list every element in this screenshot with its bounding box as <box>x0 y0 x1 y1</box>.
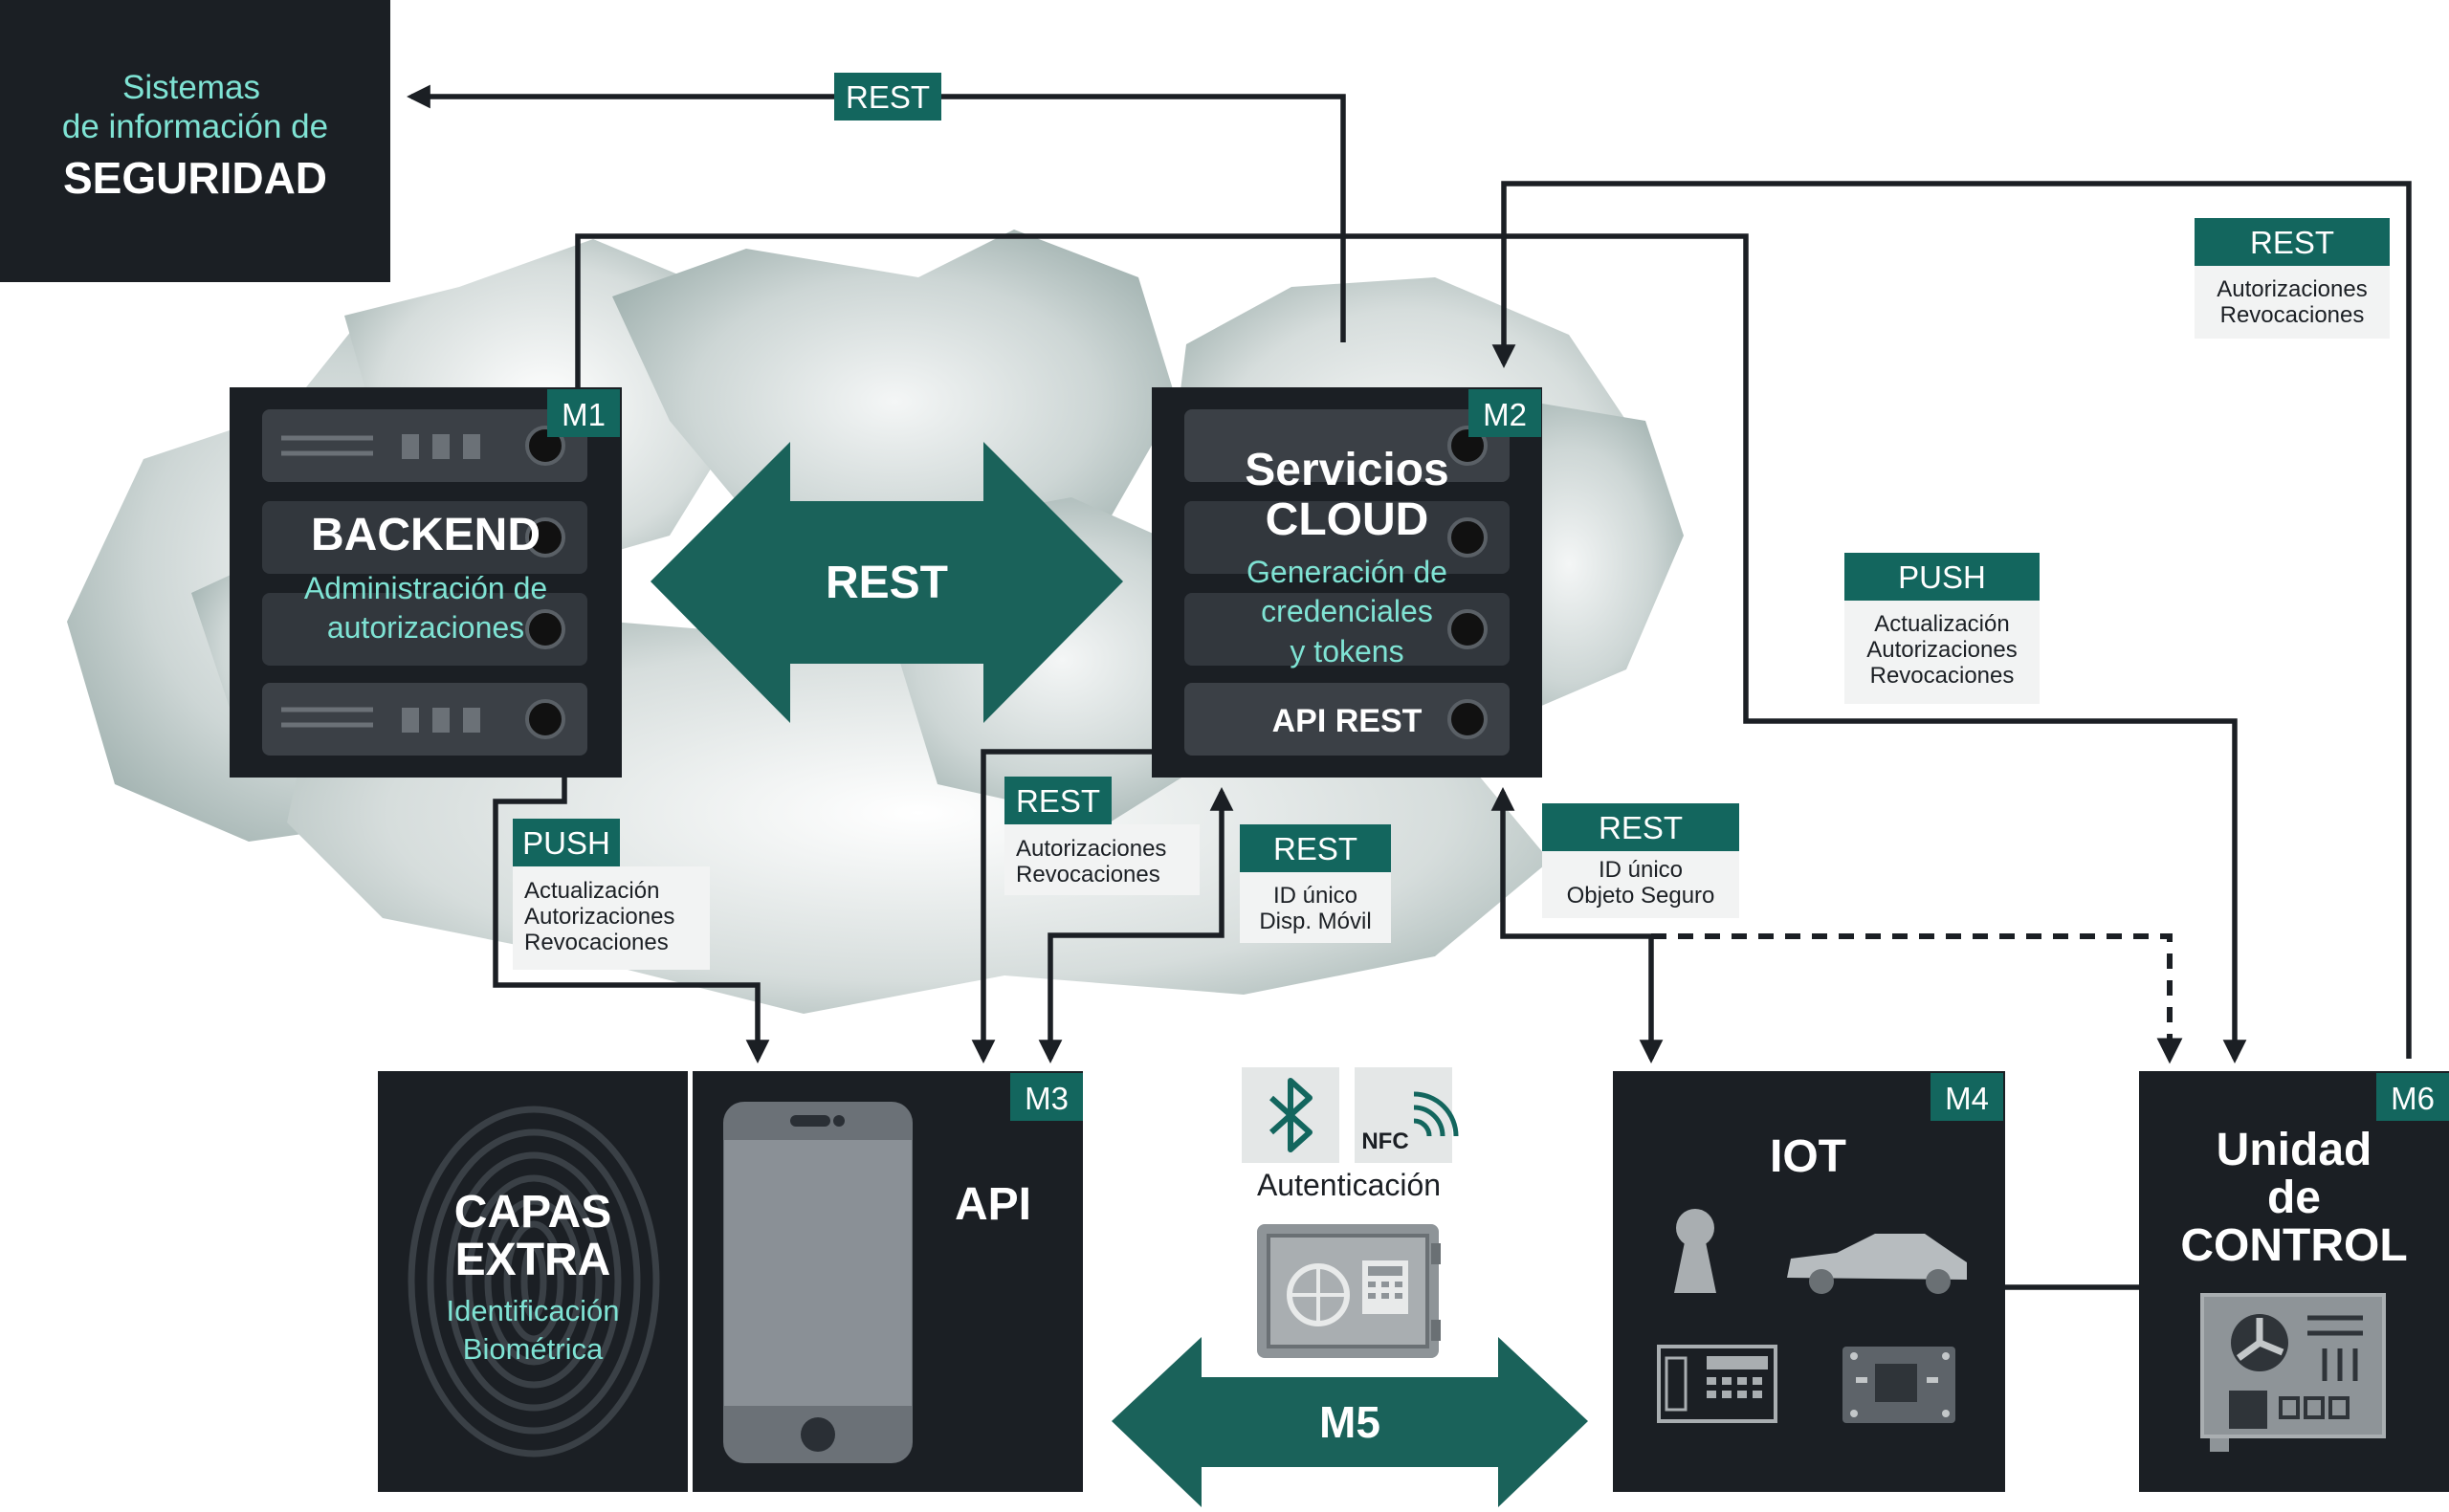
api-title: API <box>955 1179 1031 1230</box>
capas-sub1: Identificación <box>447 1294 620 1327</box>
label-rest-mobile-l1: ID único <box>1273 883 1357 909</box>
backend-sub1: Administración de <box>304 571 547 605</box>
keyhole-icon <box>1674 1209 1716 1293</box>
label-rest-right: REST Autorizaciones Revocaciones <box>2195 218 2390 339</box>
label-push-right-head: PUSH <box>1898 559 1986 595</box>
line-m4-to-m2 <box>1490 787 1664 1063</box>
module-m1-backend: M1 BACKEND Administración de autorizacio… <box>230 387 622 778</box>
module-m6-control: M6 Unidad de CONTROL <box>2139 1071 2449 1492</box>
capas-extra-box: CAPAS EXTRA Identificación Biométrica <box>378 1071 688 1492</box>
label-rest-object-l1: ID único <box>1599 857 1683 883</box>
capas-title2: EXTRA <box>455 1235 611 1285</box>
tag-m6 <box>2376 1073 2449 1121</box>
label-push-left-l2: Autorizaciones <box>524 904 674 930</box>
fingerprint-icon <box>408 1106 660 1457</box>
auth-label: Autenticación <box>1257 1168 1441 1202</box>
control-board-icon <box>2200 1293 2386 1452</box>
sistemas-line1: Sistemas <box>122 69 260 106</box>
label-push-right: PUSH Actualización Autorizaciones Revoca… <box>1844 553 2040 704</box>
line-control-to-m2 <box>1491 181 2412 1059</box>
backend-sub2: autorizaciones <box>327 610 524 645</box>
label-rest-object-l2: Objeto Seguro <box>1567 883 1715 909</box>
alarm-panel-icon <box>1657 1345 1777 1423</box>
smartphone-icon <box>723 1102 913 1463</box>
label-rest-right-l2: Revocaciones <box>2220 302 2365 328</box>
rest-double-arrow: REST <box>651 442 1123 723</box>
label-rest-auth: REST Autorizaciones Revocaciones <box>1004 777 1200 895</box>
label-rest-auth-head: REST <box>1016 783 1100 819</box>
dashed-line-m4-to-m6 <box>1651 933 2183 1064</box>
label-rest-top: REST <box>834 73 941 121</box>
cloud-api-rest: API REST <box>1272 703 1423 739</box>
m5-label: M5 <box>1319 1397 1380 1447</box>
control-title2: de <box>2267 1172 2321 1223</box>
line-m1-push-to-m3 <box>493 778 770 1063</box>
label-rest-top-head: REST <box>846 79 930 115</box>
control-title3: CONTROL <box>2180 1220 2407 1271</box>
server-rack-icon <box>1184 409 1510 756</box>
line-m2-to-m3 <box>971 749 1152 1063</box>
tag-m6-text: M6 <box>2391 1081 2435 1116</box>
cloud-sub2: credenciales <box>1261 594 1433 628</box>
safe-icon <box>1257 1224 1441 1358</box>
nfc-icon <box>1413 1091 1459 1137</box>
label-push-left: PUSH Actualización Autorizaciones Revoca… <box>513 819 710 970</box>
rest-arrow-label: REST <box>826 558 948 608</box>
label-rest-object: REST ID único Objeto Seguro <box>1542 803 1739 918</box>
sistemas-line2: de información de <box>62 108 328 145</box>
module-m4-iot: M4 IOT <box>1613 1071 2005 1492</box>
label-rest-mobile-l2: Disp. Móvil <box>1259 909 1371 934</box>
connection-lines <box>407 84 2412 1290</box>
tag-m4 <box>1931 1073 2003 1121</box>
tag-m2 <box>1468 389 1541 437</box>
sistemas-line3: SEGURIDAD <box>63 153 327 203</box>
tag-m1 <box>547 389 620 437</box>
car-icon <box>1787 1234 1967 1294</box>
bluetooth-icon <box>1269 1078 1313 1152</box>
capas-title1: CAPAS <box>454 1187 611 1238</box>
backend-title: BACKEND <box>311 510 541 560</box>
label-rest-mobile: REST ID único Disp. Móvil <box>1240 824 1391 943</box>
server-rack-icon <box>262 409 587 756</box>
line-m3-to-m2 <box>1038 787 1234 1063</box>
label-rest-mobile-head: REST <box>1273 831 1357 866</box>
module-m3-api: M3 API <box>693 1071 1083 1492</box>
label-push-left-l1: Actualización <box>524 878 659 904</box>
nfc-text: NFC <box>1361 1129 1408 1154</box>
auth-group: NFC Autenticación <box>1242 1067 1459 1358</box>
m5-double-arrow: M5 <box>1112 1337 1588 1507</box>
control-title1: Unidad <box>2217 1125 2372 1175</box>
module-m2-cloud: M2 Servicios CLOUD Generación de credenc… <box>1152 387 1542 778</box>
label-rest-right-head: REST <box>2250 225 2334 260</box>
cloud-sub1: Generación de <box>1247 555 1447 589</box>
label-rest-auth-l2: Revocaciones <box>1016 862 1160 887</box>
cloud-title1: Servicios <box>1245 445 1448 495</box>
label-push-right-l3: Revocaciones <box>1870 663 2015 689</box>
tag-m3-text: M3 <box>1025 1081 1069 1116</box>
cloud-sub3: y tokens <box>1290 634 1403 668</box>
tag-m1-text: M1 <box>562 397 606 432</box>
line-m1-to-control <box>575 233 2247 1063</box>
label-rest-object-head: REST <box>1599 810 1683 845</box>
sistemas-box: Sistemas de información de SEGURIDAD <box>0 0 390 282</box>
label-push-left-l3: Revocaciones <box>524 930 669 955</box>
label-rest-auth-l1: Autorizaciones <box>1016 836 1166 862</box>
tag-m3 <box>1010 1073 1083 1121</box>
capas-sub2: Biométrica <box>463 1332 604 1366</box>
cloud-title2: CLOUD <box>1266 494 1429 545</box>
iot-title: IOT <box>1770 1131 1846 1182</box>
circuit-board-icon <box>1842 1347 1955 1423</box>
tag-m2-text: M2 <box>1483 397 1527 432</box>
line-m2-to-sistemas <box>407 84 1346 342</box>
label-push-right-l2: Autorizaciones <box>1866 637 2017 663</box>
label-push-left-head: PUSH <box>522 825 610 861</box>
tag-m4-text: M4 <box>1945 1081 1989 1116</box>
label-rest-right-l1: Autorizaciones <box>2217 276 2367 302</box>
label-push-right-l1: Actualización <box>1874 611 2009 637</box>
